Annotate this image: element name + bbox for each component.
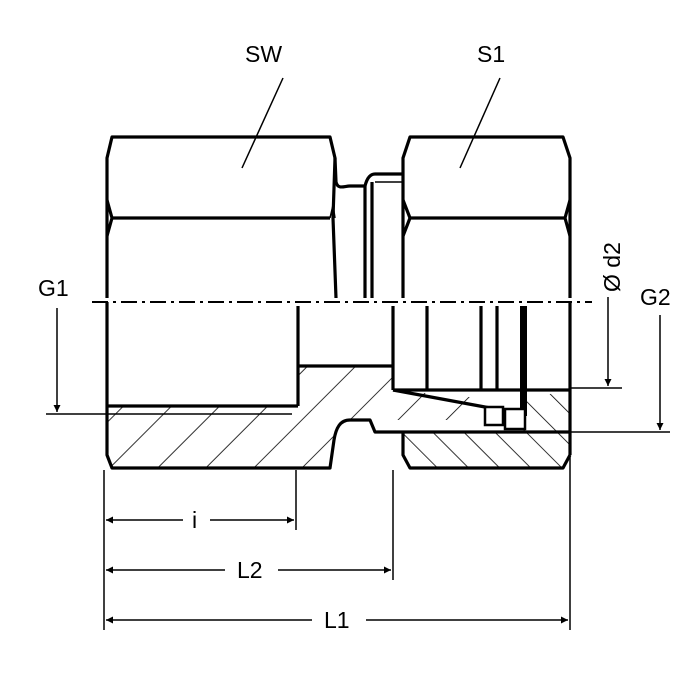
label-sw: SW [245,41,282,67]
label-d2: Ø d2 [599,242,625,292]
label-s1: S1 [477,41,505,67]
label-l1: L1 [324,607,350,633]
leader-lines [241,77,501,169]
label-i: i [192,507,197,533]
section-outline [105,302,572,470]
neck-collar [363,172,403,298]
label-g2: G2 [640,284,671,310]
label-l2: L2 [237,557,263,583]
dimension-extension-lines [103,455,571,630]
left-hex-body [105,135,365,299]
right-hex-nut [401,135,572,298]
seal-ring-edge [520,306,527,416]
section-hatching [107,366,570,468]
label-g1: G1 [38,275,69,301]
